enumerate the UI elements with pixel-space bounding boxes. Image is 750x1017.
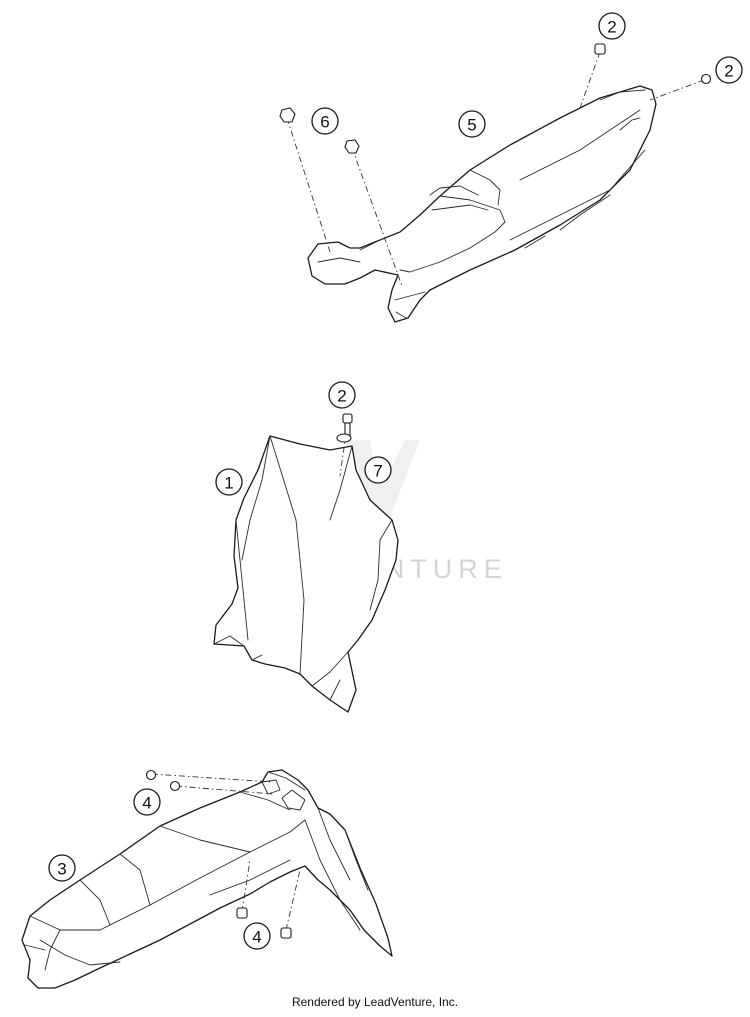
front-fender	[21, 769, 393, 989]
callout-label: 7	[373, 462, 382, 481]
callout-7: 7	[364, 456, 392, 484]
number-plate	[213, 435, 399, 713]
callout-3: 3	[48, 854, 76, 882]
hardware	[145, 43, 712, 939]
callout-label: 3	[57, 860, 66, 879]
rear-fender	[307, 85, 657, 323]
callout-label: 5	[467, 116, 476, 135]
bolt-icon	[280, 927, 292, 939]
callout-label: 2	[724, 62, 733, 81]
callout-label: 2	[607, 18, 616, 37]
callout-2-side: 2	[715, 56, 743, 84]
callout-label: 6	[320, 113, 329, 132]
callout-4-upper: 4	[133, 788, 161, 816]
callout-2-plate: 2	[328, 381, 356, 409]
screw-icon	[700, 73, 712, 85]
bolt-icon	[145, 769, 157, 781]
callout-4-lower: 4	[243, 922, 271, 950]
callout-label: 1	[224, 474, 233, 493]
callout-label: 2	[337, 387, 346, 406]
nut-icon	[279, 107, 296, 123]
nut-icon	[344, 139, 360, 154]
callout-label: 4	[252, 928, 261, 947]
callout-1: 1	[215, 468, 243, 496]
callout-label: 4	[142, 794, 151, 813]
washer-icon	[336, 433, 352, 443]
callout-2-top: 2	[598, 12, 626, 40]
screw-icon	[594, 43, 606, 55]
callout-5: 5	[458, 110, 486, 138]
callout-6: 6	[311, 107, 339, 135]
screw-icon	[342, 413, 353, 424]
footer-credit: Rendered by LeadVenture, Inc.	[291, 995, 459, 1009]
bolt-icon	[169, 780, 181, 792]
bolt-icon	[236, 907, 248, 919]
watermark-logo	[344, 440, 420, 530]
